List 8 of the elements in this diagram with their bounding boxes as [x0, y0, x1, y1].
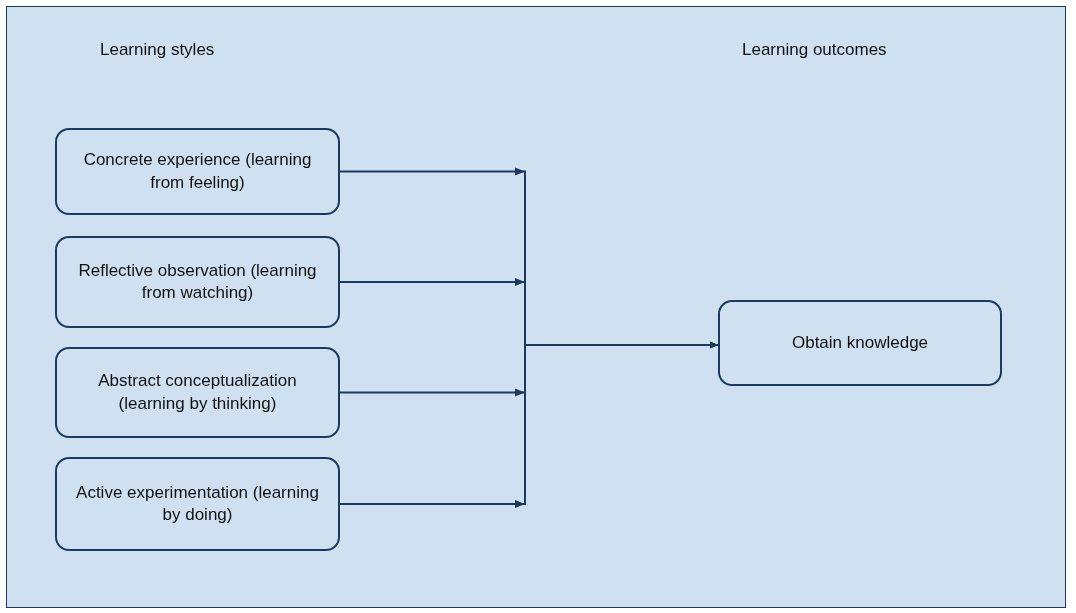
column-heading: Learning outcomes: [742, 40, 887, 60]
process-box: Abstract conceptualization (learning by thinking): [55, 347, 340, 438]
process-box: Obtain knowledge: [718, 300, 1002, 386]
column-heading: Learning styles: [100, 40, 215, 60]
process-box: Active experimentation (learning by doing): [55, 457, 340, 551]
process-box: Concrete experience (learning from feeling): [55, 128, 340, 215]
arrow: [339, 341, 719, 505]
process-box: Reflective observation (learning from watching): [55, 236, 340, 328]
